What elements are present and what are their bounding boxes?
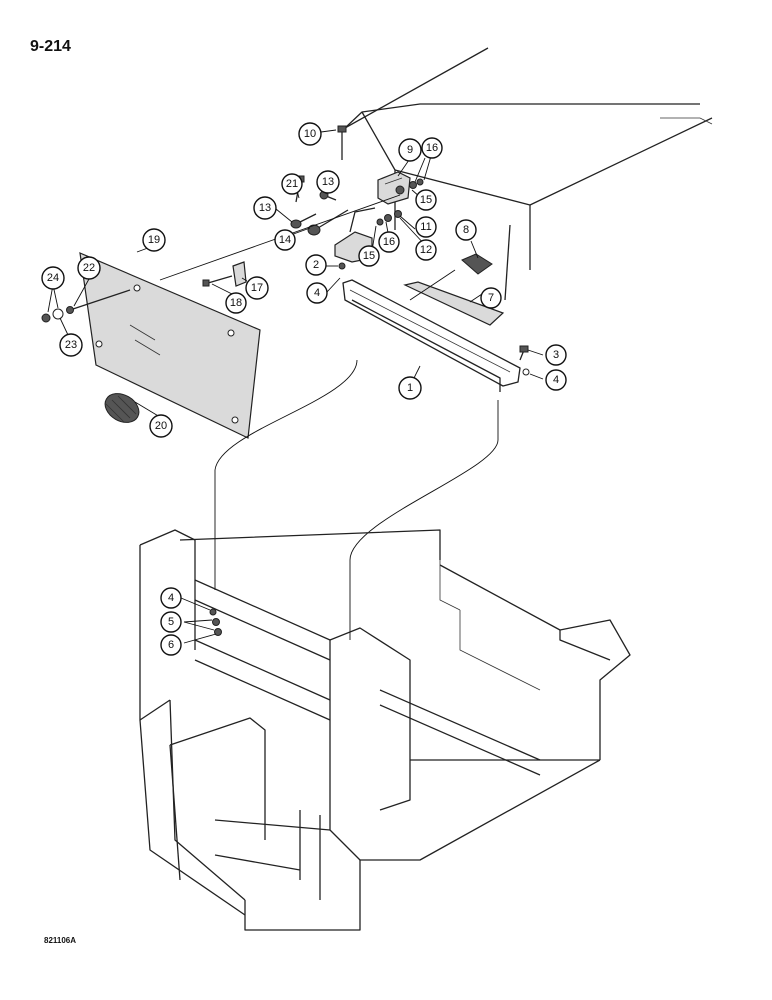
clip-bracket (202, 261, 247, 287)
callout-6: 6 (160, 634, 182, 656)
svg-text:12: 12 (420, 244, 432, 256)
svg-text:1: 1 (407, 382, 413, 394)
callout-15-top: 15 (415, 189, 437, 211)
callout-4-top: 4 (306, 282, 328, 304)
callout-3: 3 (545, 344, 567, 366)
svg-text:6: 6 (168, 639, 174, 651)
svg-text:16: 16 (383, 236, 395, 248)
svg-text:15: 15 (420, 194, 432, 206)
page-number: 9-214 (30, 38, 71, 55)
callout-9: 9 (398, 138, 422, 162)
svg-text:19: 19 (148, 234, 160, 246)
callout-leaders (47, 129, 544, 644)
hinge-bracket (337, 125, 424, 226)
callout-10: 10 (298, 122, 322, 146)
svg-text:24: 24 (47, 272, 59, 284)
lamp (104, 393, 140, 423)
svg-text:13: 13 (322, 176, 334, 188)
callout-12: 12 (415, 239, 437, 261)
svg-text:8: 8 (463, 224, 469, 236)
svg-text:4: 4 (314, 287, 320, 299)
base-frame (139, 529, 631, 931)
svg-text:11: 11 (420, 221, 431, 233)
callout-22: 22 (77, 256, 101, 280)
svg-text:2: 2 (313, 259, 319, 271)
plate-fasteners (41, 289, 131, 323)
callout-1: 1 (398, 376, 422, 400)
drawing-code: 821106A (44, 936, 77, 945)
mounting-channel (342, 279, 530, 392)
callout-14: 14 (274, 229, 296, 251)
svg-text:15: 15 (363, 250, 375, 262)
svg-text:10: 10 (304, 128, 316, 140)
svg-text:17: 17 (251, 282, 263, 294)
svg-text:16: 16 (426, 142, 438, 154)
svg-text:4: 4 (168, 592, 174, 604)
svg-text:7: 7 (488, 292, 494, 304)
callout-19: 19 (142, 228, 166, 252)
svg-text:21: 21 (286, 178, 298, 190)
callout-17: 17 (245, 276, 269, 300)
callout-21: 21 (281, 173, 303, 195)
callout-11: 11 (415, 216, 437, 238)
callout-7: 7 (480, 287, 502, 309)
svg-text:18: 18 (230, 297, 242, 309)
svg-text:5: 5 (168, 616, 174, 628)
fender-panel (344, 47, 713, 301)
callout-8: 8 (455, 219, 477, 241)
callout-23: 23 (59, 333, 83, 357)
svg-text:13: 13 (259, 202, 271, 214)
callout-4-base: 4 (160, 587, 182, 609)
svg-text:20: 20 (155, 420, 167, 432)
callout-24: 24 (41, 266, 65, 290)
callout-13-left: 13 (253, 196, 277, 220)
reflector-strip (403, 253, 505, 326)
callout-5: 5 (160, 611, 182, 633)
svg-text:23: 23 (65, 339, 77, 351)
svg-text:22: 22 (83, 262, 95, 274)
callout-13-right: 13 (316, 170, 340, 194)
callout-2: 2 (305, 254, 327, 276)
svg-text:4: 4 (553, 374, 559, 386)
callout-16-bottom: 16 (378, 231, 400, 253)
assembly-leader-lines (214, 359, 499, 640)
svg-text:3: 3 (553, 349, 559, 361)
callout-18: 18 (225, 292, 247, 314)
svg-text:14: 14 (279, 234, 291, 246)
callout-16-top: 16 (421, 137, 443, 159)
callout-15-bottom: 15 (358, 245, 380, 267)
callout-20: 20 (149, 414, 173, 438)
svg-text:9: 9 (407, 144, 413, 156)
callout-4-right: 4 (545, 369, 567, 391)
